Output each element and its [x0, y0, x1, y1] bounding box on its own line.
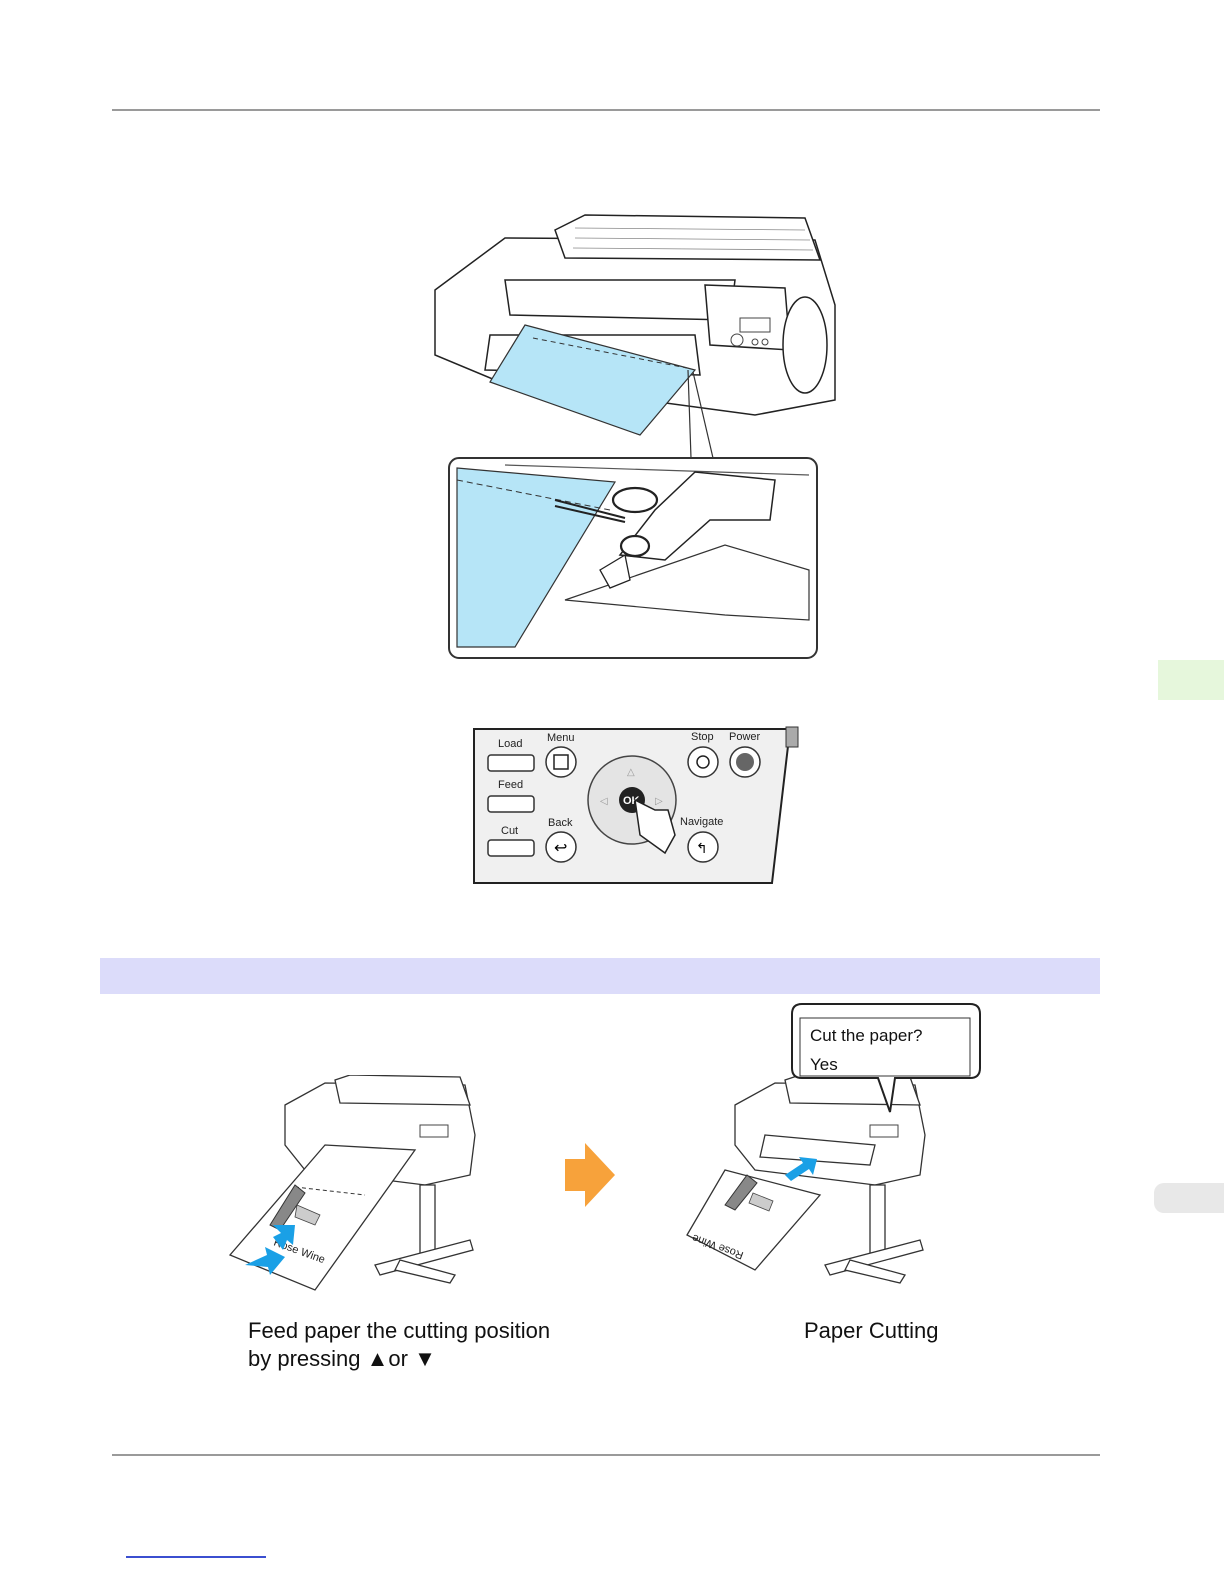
back-label: Back — [548, 817, 573, 829]
cut-label: Cut — [501, 825, 518, 837]
printer-feed-illustration: Rose Wine — [225, 1075, 485, 1300]
page-tab[interactable] — [1154, 1183, 1224, 1213]
feed-label: Feed — [498, 779, 523, 791]
header-rule — [112, 109, 1100, 111]
power-label: Power — [729, 731, 761, 743]
lcd-line-1: Cut the paper? — [810, 1026, 922, 1046]
feed-caption-line-2: by pressing ▲or ▼ — [248, 1345, 550, 1373]
left-arrow-icon: ◁ — [600, 796, 608, 807]
right-arrow-icon: ▷ — [655, 796, 663, 807]
lcd-callout: Cut the paper? Yes — [790, 1002, 985, 1117]
power-icon — [736, 753, 754, 771]
chapter-tab[interactable] — [1158, 660, 1224, 700]
back-arrow-icon: ↩ — [554, 838, 567, 857]
feed-caption-line-1: Feed paper the cutting position — [248, 1317, 550, 1345]
stop-button[interactable] — [688, 747, 718, 777]
navigate-label: Navigate — [680, 816, 723, 828]
next-step-arrow-icon — [565, 1143, 615, 1207]
menu-button[interactable] — [546, 747, 576, 777]
section-band — [100, 958, 1100, 994]
menu-label: Menu — [547, 732, 575, 744]
control-panel-illustration: Load Feed Cut Menu Back ↩ △ ◁ ▷ OK Stop … — [470, 725, 802, 887]
cut-caption: Paper Cutting — [804, 1317, 939, 1345]
cut-caption-text: Paper Cutting — [804, 1317, 939, 1345]
load-label: Load — [498, 738, 522, 750]
cut-button[interactable] — [488, 840, 534, 856]
up-arrow-icon: △ — [627, 767, 635, 778]
footer-link[interactable] — [126, 1556, 266, 1558]
navigate-icon: ↰ — [696, 841, 708, 857]
printer-manual-cut-illustration — [425, 210, 845, 665]
feed-caption: Feed paper the cutting position by press… — [248, 1317, 550, 1373]
lcd-line-2: Yes — [810, 1055, 838, 1075]
load-button[interactable] — [488, 755, 534, 771]
feed-button[interactable] — [488, 796, 534, 812]
footer-rule — [112, 1454, 1100, 1456]
stop-label: Stop — [691, 731, 714, 743]
